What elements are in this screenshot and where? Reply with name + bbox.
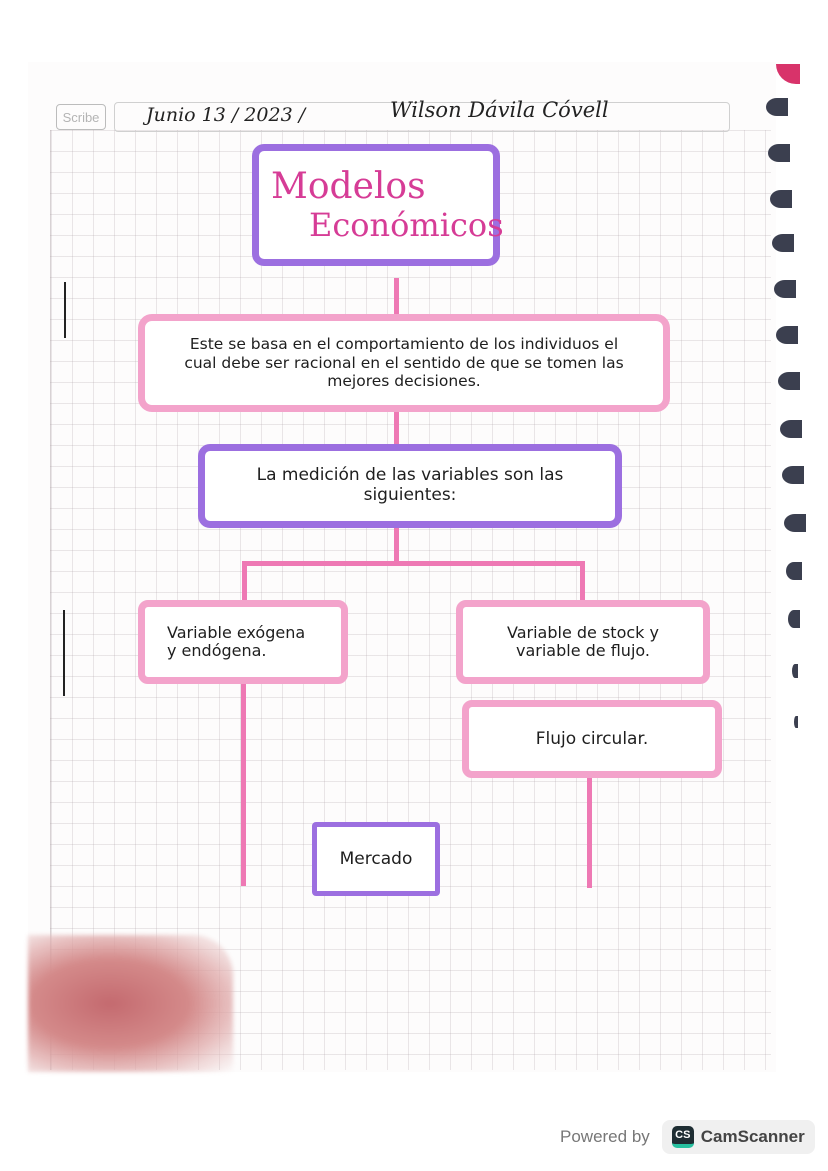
connector-line bbox=[394, 525, 399, 563]
spiral-ring-icon bbox=[778, 372, 800, 390]
title-line2: Económicos bbox=[309, 206, 504, 245]
description-text: Este se basa en el comportamiento de los… bbox=[184, 335, 624, 391]
margin-mark bbox=[64, 282, 66, 338]
camscanner-badge: CS CamScanner bbox=[661, 1120, 815, 1154]
margin-mark bbox=[63, 610, 65, 696]
thumb-blur bbox=[28, 935, 233, 1072]
market-box: Mercado bbox=[312, 822, 440, 896]
spiral-ring-icon bbox=[776, 326, 798, 344]
powered-by-label: Powered by bbox=[560, 1127, 650, 1146]
connector-line bbox=[242, 561, 247, 605]
spiral-ring-icon bbox=[782, 466, 804, 484]
signature-text: Wilson Dávila Cóvell bbox=[390, 98, 609, 122]
description-box: Este se basa en el comportamiento de los… bbox=[138, 314, 670, 412]
branch-right-box: Variable de stock y variable de flujo. bbox=[456, 600, 710, 684]
spiral-ring-icon bbox=[774, 280, 796, 298]
header-line bbox=[114, 102, 730, 132]
measurement-box: La medición de las variables son las sig… bbox=[198, 444, 622, 528]
notebook-cover-corner bbox=[776, 64, 800, 84]
connector-line bbox=[241, 680, 246, 886]
spiral-ring-icon bbox=[784, 514, 806, 532]
brand-badge: Scribe bbox=[56, 104, 106, 130]
flow-text: Flujo circular. bbox=[535, 729, 649, 749]
spiral-ring-icon bbox=[794, 716, 798, 728]
flow-box: Flujo circular. bbox=[462, 700, 722, 778]
spiral-ring-icon bbox=[770, 190, 792, 208]
measurement-text: La medición de las variables son las sig… bbox=[256, 465, 564, 505]
branch-left-text: Variable exógena y endógena. bbox=[167, 622, 306, 660]
spiral-ring-icon bbox=[772, 234, 794, 252]
title-box: Modelos Económicos bbox=[252, 144, 504, 266]
connector-line bbox=[394, 412, 399, 448]
spiral-ring-icon bbox=[786, 562, 802, 580]
branch-left-box: Variable exógena y endógena. bbox=[138, 600, 348, 684]
spiral-ring-icon bbox=[780, 420, 802, 438]
branch-right-text: Variable de stock y variable de flujo. bbox=[507, 622, 659, 660]
connector-line bbox=[587, 760, 592, 888]
spiral-ring-icon bbox=[788, 610, 800, 628]
title-line1: Modelos bbox=[271, 165, 426, 207]
camscanner-logo-icon: CS bbox=[671, 1126, 694, 1148]
camscanner-name: CamScanner bbox=[700, 1127, 805, 1146]
spiral-ring-icon bbox=[766, 98, 788, 116]
connector-line bbox=[394, 278, 399, 318]
market-text: Mercado bbox=[339, 849, 413, 869]
date-text: Junio 13 / 2023 / bbox=[146, 104, 306, 126]
connector-line bbox=[242, 561, 584, 566]
connector-line bbox=[580, 561, 585, 605]
scanner-watermark: Powered by CS CamScanner bbox=[560, 1120, 815, 1154]
spiral-ring-icon bbox=[768, 144, 790, 162]
spiral-ring-icon bbox=[792, 664, 798, 678]
